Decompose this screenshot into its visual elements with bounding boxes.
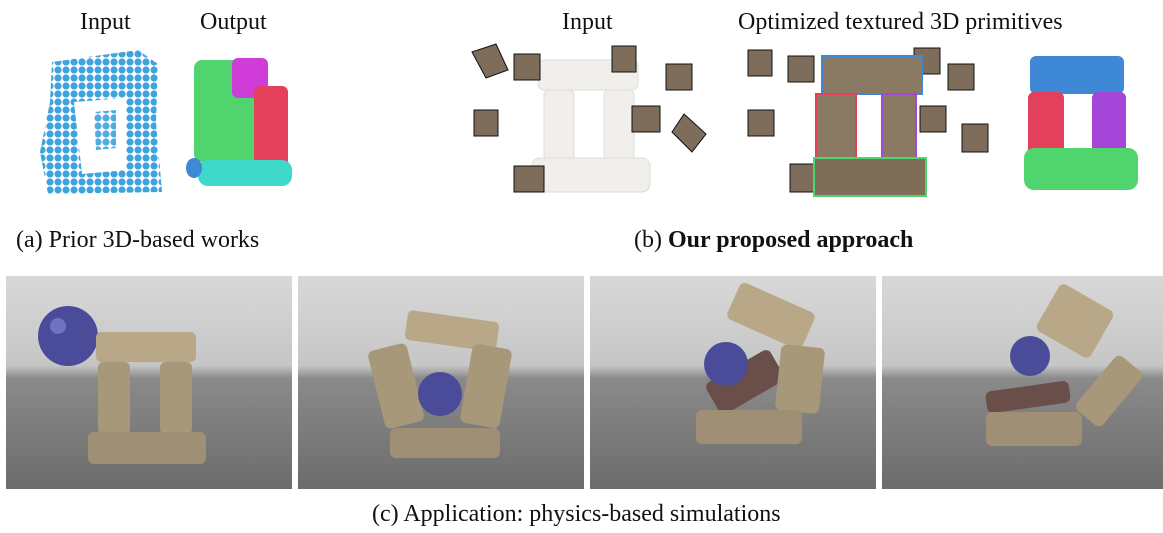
panel-c-caption: (c) Application: physics-based simulatio… [372,501,781,527]
optimized-primitives-image [747,47,989,197]
point-cloud-image [40,50,162,194]
primitive-result-image [1024,56,1138,190]
simulation-frame-1 [6,276,292,489]
panel-a-caption: (a) Prior 3D-based works [16,227,260,253]
panel-b-input-label: Input [562,9,613,35]
simulation-frame-2 [298,276,584,489]
simulation-frame-3 [590,276,876,489]
panel-a-input-label: Input [80,9,131,35]
panel-b-caption: (b) Our proposed approach [634,226,913,254]
panel-b-output-label: Optimized textured 3D primitives [738,9,1063,35]
panel-a-output-label: Output [200,9,267,35]
primitive-output-image [186,58,292,186]
panel-b-caption-bold: Our proposed approach [667,227,914,253]
panel-b-caption-prefix: (b) [634,227,668,253]
simulation-frame-4 [882,276,1163,489]
input-views-image [471,43,707,193]
